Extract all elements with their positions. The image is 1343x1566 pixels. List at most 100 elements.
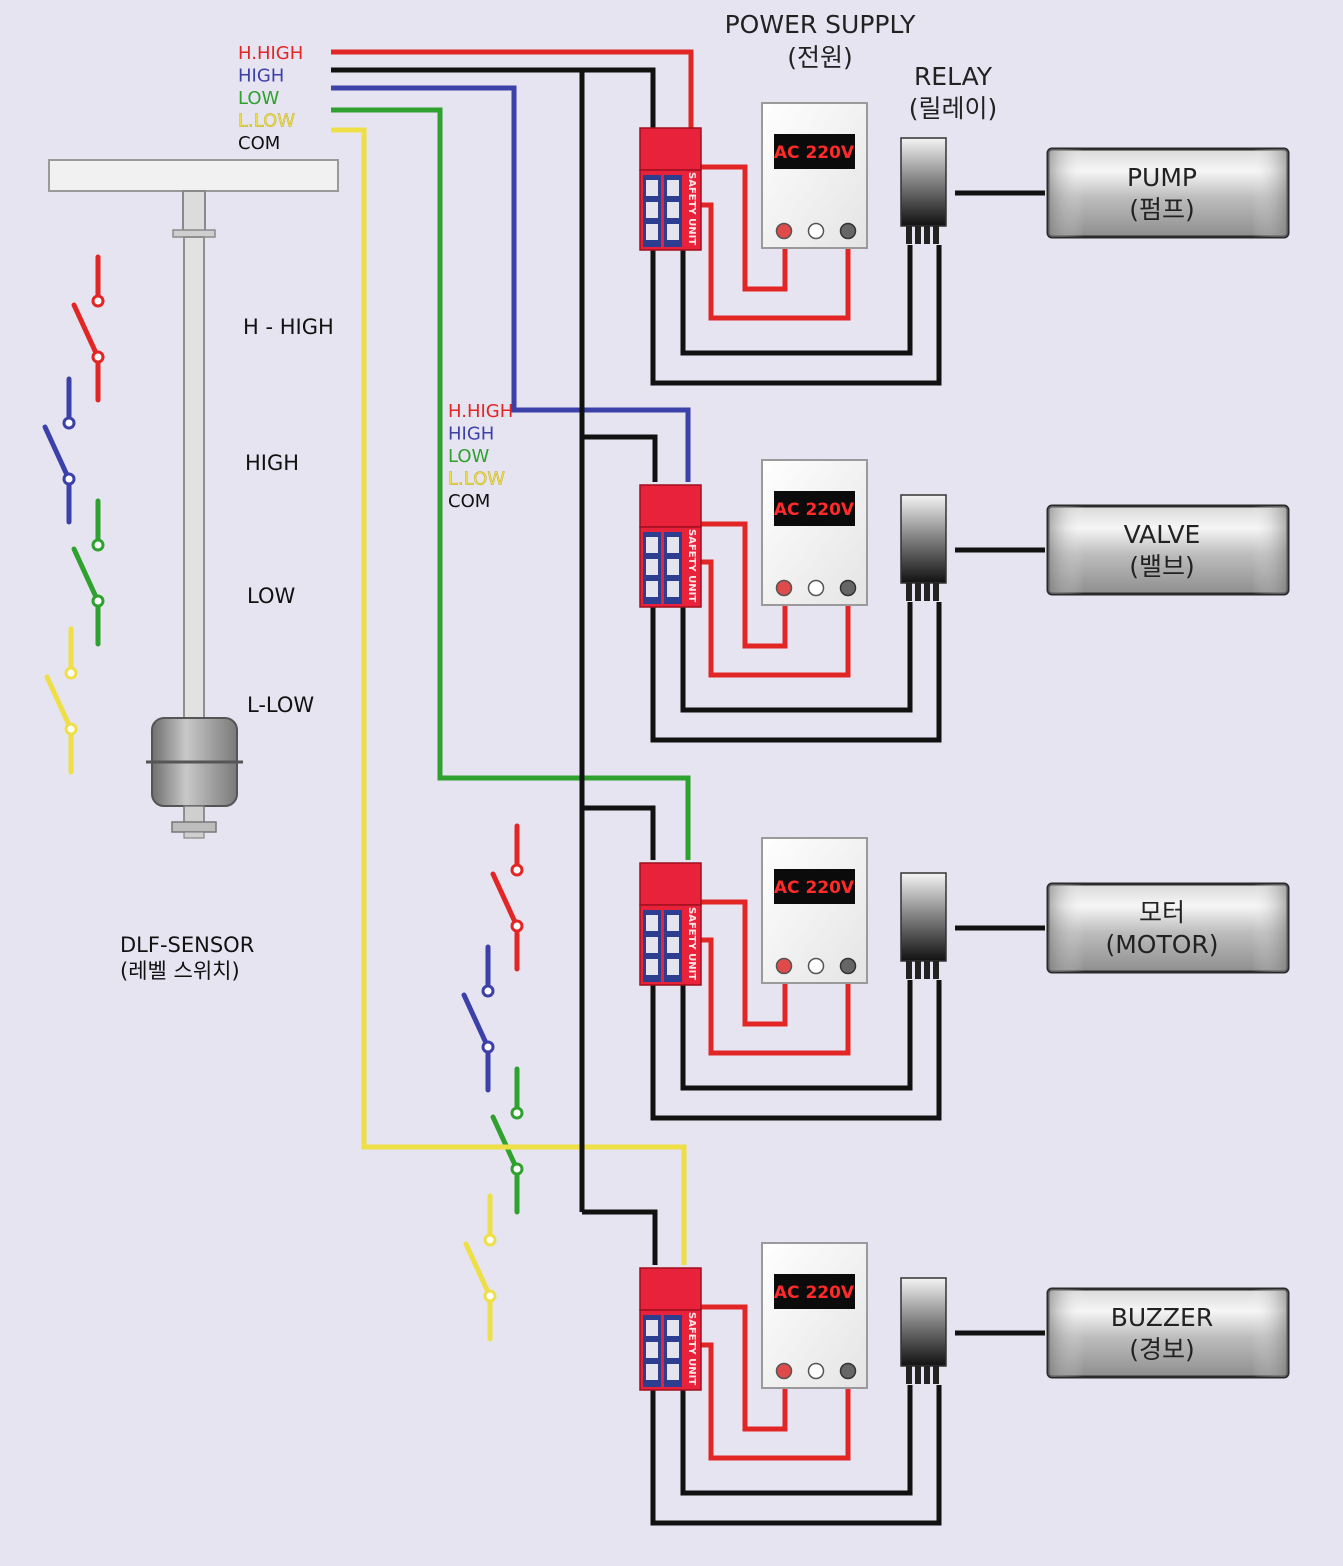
sensor-legend-l-low: L.LOW <box>238 111 295 132</box>
wire-high <box>331 85 691 482</box>
safety-unit-label: SAFETY UNIT <box>686 1312 697 1385</box>
mid-legend-l-low: L.LOW <box>448 469 505 490</box>
mid-legend-low: LOW <box>448 446 490 467</box>
sensor-legend-com: COM <box>238 133 280 154</box>
output-device-1: PUMP (펌프) <box>1046 147 1290 239</box>
power-supply: AC 220V <box>761 459 868 606</box>
power-indicator-white <box>807 1362 825 1380</box>
sensor-rod <box>183 236 205 728</box>
output-device-name-alt: (MOTOR) <box>1105 930 1218 959</box>
power-supply-header: POWER SUPPLY (전원) <box>725 10 917 72</box>
power-supply: AC 220V <box>761 102 868 249</box>
switch-mid-h-high <box>490 823 524 972</box>
relay <box>900 1277 947 1384</box>
relay-title-ko: (릴레이) <box>909 94 998 123</box>
level-label-low: LOW <box>247 584 295 608</box>
switch-mid-high <box>461 944 495 1093</box>
power-supply-display: AC 220V <box>774 500 855 520</box>
power-indicator-red <box>775 957 793 975</box>
power-indicator-red <box>775 1362 793 1380</box>
sensor-mounting-plate <box>48 159 339 192</box>
switch-symbols-left <box>42 254 105 775</box>
channel-1: SAFETY UNIT AC 220V PUMP (펌프) <box>639 102 1290 386</box>
channel-wiring <box>650 1304 1045 1526</box>
safety-unit-label: SAFETY UNIT <box>686 529 697 602</box>
relay-title: RELAY <box>914 62 993 91</box>
wire-h-high <box>331 49 694 128</box>
switch-h-high <box>71 254 105 403</box>
sensor-legend-high: HIGH <box>238 66 284 87</box>
power-supply-display: AC 220V <box>774 1283 855 1303</box>
power-supply-title: POWER SUPPLY <box>725 10 917 39</box>
level-label-l-low: L-LOW <box>247 693 314 717</box>
power-indicator-white <box>807 957 825 975</box>
output-channels: SAFETY UNIT AC 220V PUMP (펌프) SAFETY UNIT AC … <box>639 102 1290 1526</box>
sensor-name: DLF-SENSOR <box>120 933 254 957</box>
mid-legend-com: COM <box>448 491 490 512</box>
channel-4: SAFETY UNIT AC 220V BUZZER (경보) <box>639 1242 1290 1526</box>
power-supply-display: AC 220V <box>774 878 855 898</box>
sensor-legend-low: LOW <box>238 88 280 109</box>
signal-wires <box>331 49 694 1265</box>
safety-unit-label: SAFETY UNIT <box>686 172 697 245</box>
output-device-name: BUZZER <box>1111 1303 1213 1332</box>
power-supply: AC 220V <box>761 837 868 984</box>
relay <box>900 137 947 244</box>
power-indicator-red <box>775 222 793 240</box>
level-label-high: HIGH <box>245 451 299 475</box>
level-labels: H - HIGH HIGH LOW L-LOW <box>243 315 334 717</box>
power-indicator-white <box>807 222 825 240</box>
power-indicator-white <box>807 579 825 597</box>
sensor-name-label: DLF-SENSOR (레벨 스위치) <box>120 933 254 983</box>
power-supply-display: AC 220V <box>774 143 855 163</box>
channel-wiring <box>650 899 1045 1121</box>
safety-unit: SAFETY UNIT <box>639 484 702 608</box>
relay-header: RELAY (릴레이) <box>909 62 998 123</box>
wire-com-unit4 <box>582 1209 658 1265</box>
mid-legend-high: HIGH <box>448 424 494 445</box>
sensor-bottom-stopper <box>171 821 217 833</box>
output-device-name: 모터 <box>1139 898 1185 927</box>
output-device-name-alt: (펌프) <box>1129 195 1195 224</box>
relay <box>900 494 947 601</box>
safety-unit: SAFETY UNIT <box>639 1267 702 1391</box>
output-device-4: BUZZER (경보) <box>1046 1287 1290 1379</box>
wire-com-top <box>331 67 656 128</box>
power-indicator-gray <box>839 1362 857 1380</box>
power-supply-title-ko: (전원) <box>787 43 853 72</box>
relay <box>900 872 947 979</box>
output-device-name: VALVE <box>1124 520 1201 549</box>
channel-2: SAFETY UNIT AC 220V VALVE (밸브) <box>639 459 1290 743</box>
wire-l-low <box>331 127 687 1265</box>
wire-low <box>331 107 691 860</box>
switch-symbols-middle <box>461 823 524 1342</box>
safety-unit-label: SAFETY UNIT <box>686 907 697 980</box>
switch-high <box>42 376 76 525</box>
output-device-name-alt: (밸브) <box>1129 552 1195 581</box>
output-device-name-alt: (경보) <box>1129 1335 1195 1364</box>
wire-com-unit3 <box>582 805 656 860</box>
channel-wiring <box>650 164 1045 386</box>
power-indicator-gray <box>839 957 857 975</box>
output-device-name: PUMP <box>1127 163 1197 192</box>
sensor-name-ko: (레벨 스위치) <box>120 959 240 983</box>
channel-wiring <box>650 521 1045 743</box>
mid-legend-h-high: H.HIGH <box>448 401 513 422</box>
switch-low <box>71 498 105 647</box>
power-indicator-gray <box>839 579 857 597</box>
channel-3: SAFETY UNIT AC 220V 모터 (MOTOR) <box>639 837 1290 1121</box>
wire-com-unit2 <box>582 434 658 482</box>
level-label-h-high: H - HIGH <box>243 315 334 339</box>
sensor-stem-top <box>182 190 206 232</box>
safety-unit: SAFETY UNIT <box>639 862 702 986</box>
switch-mid-low <box>490 1066 524 1215</box>
dlf-sensor <box>48 159 339 839</box>
output-device-2: VALVE (밸브) <box>1046 504 1290 596</box>
switch-l-low <box>44 626 78 775</box>
power-supply: AC 220V <box>761 1242 868 1389</box>
switch-mid-l-low <box>463 1193 497 1342</box>
power-indicator-red <box>775 579 793 597</box>
